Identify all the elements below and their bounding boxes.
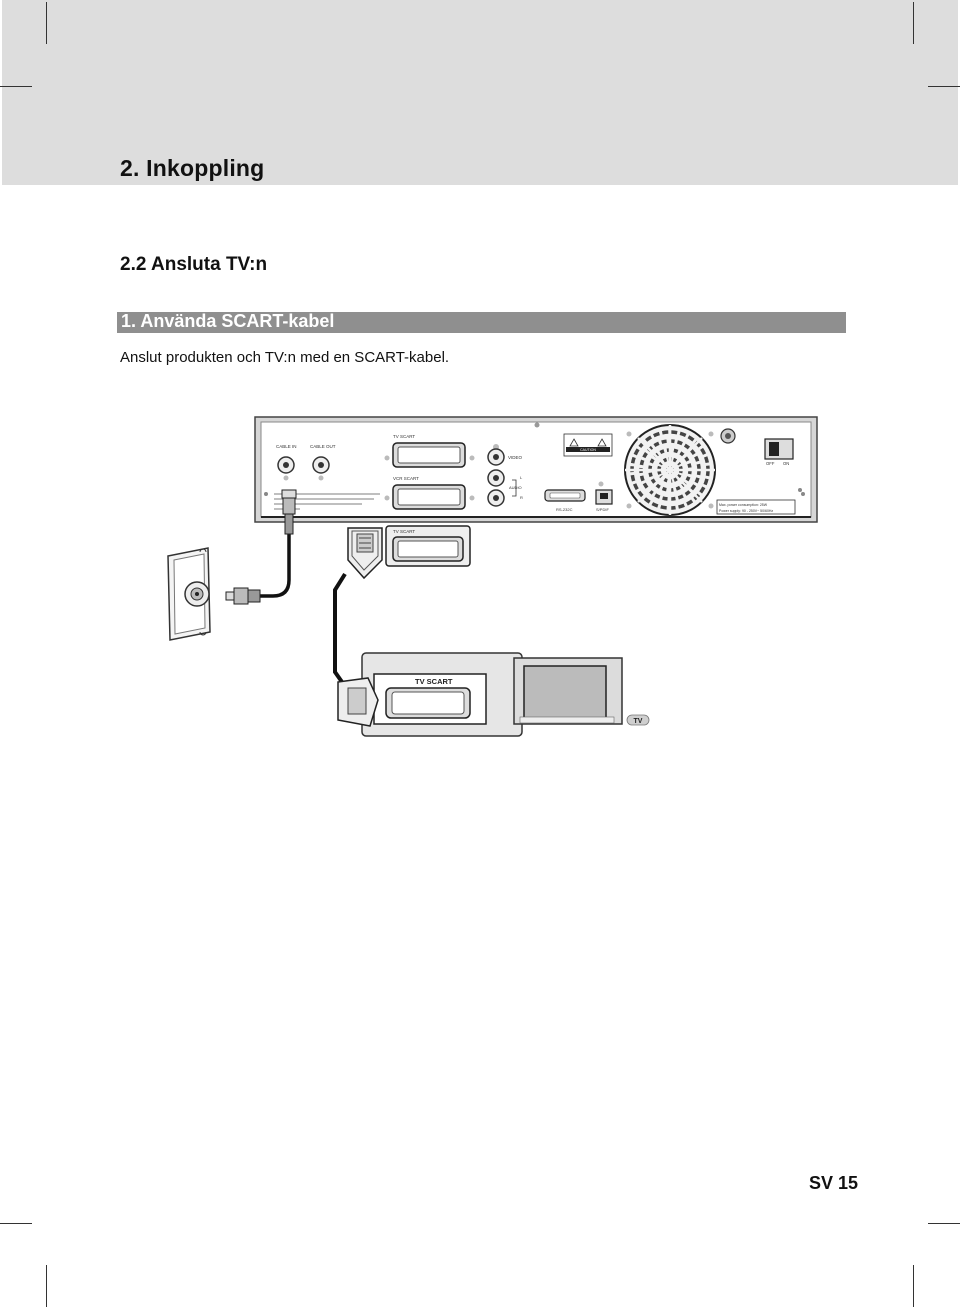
- crop-mark: [46, 1265, 47, 1307]
- audio-l-label: L: [520, 475, 523, 480]
- subsection-title: 1. Använda SCART-kabel: [121, 311, 335, 331]
- caution-text: CAUTION: [580, 448, 596, 452]
- tv-connection: TV SCART TV: [337, 652, 650, 737]
- tv-scart-panel-label: TV SCART: [393, 434, 415, 439]
- tv-label: TV: [634, 718, 643, 725]
- power-consumption-text: Max. power consumption: 25W: [719, 503, 768, 507]
- tv-screen: [523, 665, 607, 719]
- power-rating-label: [716, 499, 796, 515]
- cable-out-label: CABLE OUT: [310, 444, 336, 449]
- instruction-text: Anslut produkten och TV:n med en SCART-k…: [120, 349, 450, 366]
- caution-label: CAUTION: [563, 433, 613, 457]
- rs232c-label: RS-232C: [556, 507, 573, 512]
- section-title: 2.2 Ansluta TV:n: [120, 254, 268, 275]
- audio-r-label: R: [520, 495, 523, 500]
- switch-on-label: ON: [783, 461, 789, 466]
- crop-mark: [0, 86, 32, 87]
- spdif-label: S/PDIF: [596, 507, 609, 512]
- scart-plug-device: [347, 527, 383, 580]
- connection-diagram: CABLE IN CABLE OUT TV SCART VCR SCART VI…: [167, 416, 818, 737]
- cable-in-label: CABLE IN: [276, 444, 297, 449]
- plug-label: TV SCART: [393, 529, 415, 534]
- wall-antenna-socket: [167, 547, 261, 641]
- tv-scart-label: TV SCART: [415, 677, 453, 686]
- subsection-bar: 1. Använda SCART-kabel: [117, 311, 846, 333]
- switch-off-label: OFF: [766, 461, 775, 466]
- power-supply-text: Power supply: 90 - 250V~ 50/60Hz: [719, 509, 773, 513]
- video-label: VIDEO: [508, 455, 523, 460]
- audio-label: AUDIO: [509, 485, 522, 490]
- crop-mark: [913, 2, 914, 44]
- fan-grille: [624, 424, 716, 516]
- antenna-cable: [258, 489, 297, 598]
- header-band: [2, 0, 958, 185]
- crop-mark: [46, 2, 47, 44]
- scart-cable: [333, 572, 347, 684]
- chapter-title: 2. Inkoppling: [120, 155, 265, 181]
- vcr-scart-panel-label: VCR SCART: [393, 476, 419, 481]
- page-number: SV 15: [809, 1173, 859, 1193]
- tv-scart-plug: TV SCART: [385, 525, 471, 567]
- crop-mark: [928, 86, 960, 87]
- crop-mark: [928, 1223, 960, 1224]
- rear-panel: CABLE IN CABLE OUT TV SCART VCR SCART VI…: [254, 416, 818, 523]
- crop-mark: [0, 1223, 32, 1224]
- crop-mark: [913, 1265, 914, 1307]
